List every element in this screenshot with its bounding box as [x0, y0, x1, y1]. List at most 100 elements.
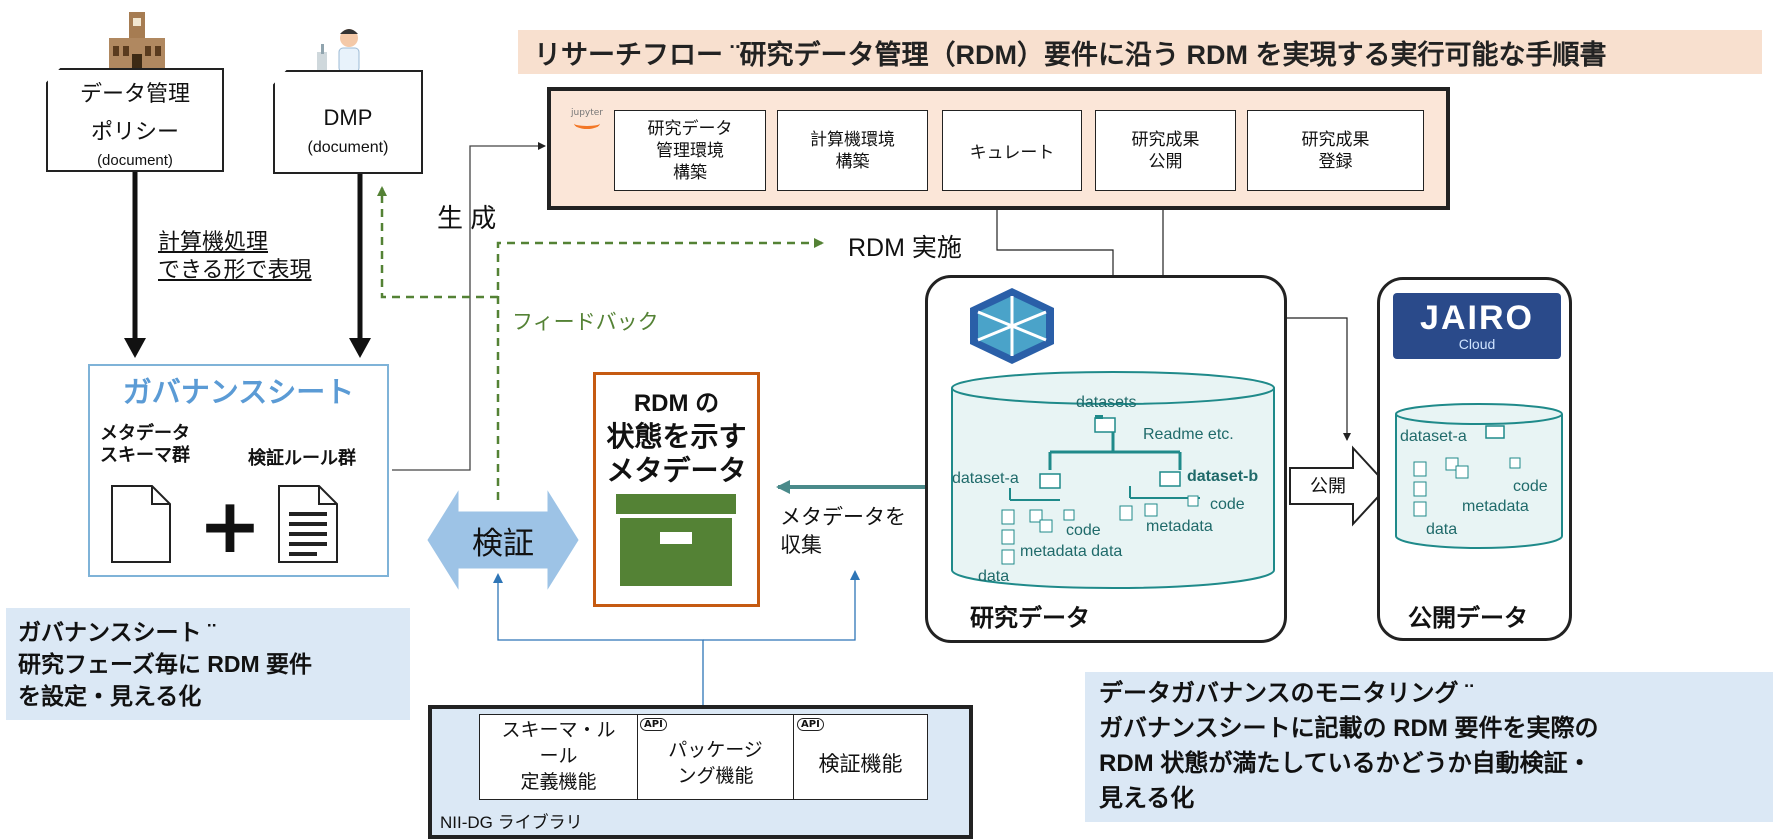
schema-label-line2: スキーマ群 — [100, 445, 190, 465]
jairo-cloud-logo: JAIRO Cloud — [1393, 293, 1561, 359]
publish-label: 公開 — [1310, 476, 1346, 496]
public-metadata-label: metadata — [1462, 498, 1529, 515]
jupyter-logo[interactable]: jupyter — [569, 100, 605, 136]
schema-rule-line1: スキーマ・ル — [501, 720, 616, 741]
governance-note: ガバナンスシート ¨ 研究フェーズ毎に RDM 要件 を設定・見える化 — [6, 608, 410, 720]
rules-label: 検証ルール群 — [248, 448, 356, 468]
feedback-dashed-line — [496, 238, 824, 500]
library-verify-cell[interactable]: 検証機能 — [793, 714, 928, 800]
machine-readable-label: 計算機処理 できる形で表現 — [158, 228, 312, 284]
packaging-line2: ング機能 — [677, 766, 754, 787]
dataset-a-data-label: data — [978, 568, 1010, 585]
step-curate-line1: キュレート — [969, 143, 1055, 162]
packaging-line1: パッケージ — [668, 740, 763, 761]
collect-label: メタデータを 収集 — [780, 504, 906, 560]
verify-double-arrow — [427, 490, 579, 590]
publish-block-arrow — [1289, 445, 1390, 527]
monitoring-note: データガバナンスのモニタリング ¨ ガバナンスシートに記載の RDM 要件を実際… — [1085, 672, 1773, 822]
top-banner-title: リサーチフロー ¨研究データ管理（RDM）要件に沿う RDM を実現する実行可能… — [534, 39, 1607, 70]
dataset-a-metadata-data-label: metadata data — [1020, 543, 1123, 560]
archive-box-icon — [616, 492, 736, 588]
rdm-metadata-title: RDM の 状態を示す メタデータ — [593, 388, 760, 488]
top-banner: リサーチフロー ¨研究データ管理（RDM）要件に沿う RDM を実現する実行可能… — [518, 30, 1762, 74]
verify-api-icon: API — [797, 718, 824, 731]
jupyter-orbit-icon — [574, 118, 600, 129]
jairo-logo-sub: Cloud — [1458, 336, 1496, 352]
research-data-caption: 研究データ — [970, 605, 1090, 632]
schema-rule-line2: ール — [539, 746, 578, 767]
step-register-line1: 研究成果 — [1301, 129, 1370, 149]
dmp-document-text: DMP (document) — [273, 96, 423, 166]
readme-label: Readme etc. — [1143, 426, 1234, 443]
schema-file-icon — [110, 484, 172, 564]
gov-note-line1: ガバナンスシート ¨ — [18, 619, 216, 645]
policy-line1: データ管理 — [79, 80, 190, 106]
monitoring-line4: 見える化 — [1099, 785, 1195, 812]
workflow-step-publish[interactable]: 研究成果 公開 — [1095, 110, 1236, 191]
governance-sheet-title: ガバナンスシート — [122, 377, 355, 409]
machine-readable-line2: できる形で表現 — [158, 257, 312, 282]
policy-type: (document) — [97, 151, 173, 169]
step-publish-line2: 公開 — [1148, 151, 1183, 171]
rules-file-icon — [277, 484, 339, 564]
library-name: NII-DG ライブラリ — [440, 813, 583, 832]
generate-label: 生 成 — [437, 203, 497, 233]
dmp-title: DMP — [323, 105, 373, 130]
research-storage-cylinder-icon — [950, 370, 1276, 590]
jupyter-logo-text: jupyter — [570, 107, 603, 118]
workflow-step-register[interactable]: 研究成果 登録 — [1247, 110, 1424, 191]
research-repo-logo-icon — [966, 286, 1058, 366]
rdm-metadata-line1: RDM の — [633, 390, 720, 417]
feedback-to-dmp-line — [377, 186, 498, 299]
step-env-line1: 研究データ — [647, 118, 733, 138]
dataset-a-code-label: code — [1066, 522, 1101, 539]
gov-note-line2: 研究フェーズ毎に RDM 要件 — [18, 651, 313, 677]
university-building-icon — [107, 10, 167, 72]
dataset-b-code-label: code — [1210, 496, 1245, 513]
policy-document-text: データ管理 ポリシー (document) — [46, 70, 224, 174]
feedback-label: フィードバック — [512, 311, 659, 334]
gov-note-line3: を設定・見える化 — [18, 683, 202, 709]
schema-label-line1: メタデータ — [100, 423, 190, 443]
machine-readable-line1: 計算機処理 — [158, 229, 269, 254]
library-verify-line1: 検証機能 — [818, 753, 903, 776]
public-dataset-a-label: dataset-a — [1400, 428, 1467, 445]
dataset-a-label: dataset-a — [952, 470, 1019, 487]
public-storage-cylinder-icon — [1394, 402, 1564, 550]
policy-line2: ポリシー — [90, 118, 179, 144]
policy-document[interactable] — [46, 68, 224, 172]
dmp-to-sheet-arrow — [349, 170, 371, 358]
workflow-step-compute[interactable]: 計算機環境 構築 — [777, 110, 928, 191]
public-data-label: data — [1426, 521, 1458, 538]
collect-line2: 収集 — [780, 534, 822, 557]
library-to-collect-line — [703, 570, 860, 641]
rdm-execute-label: RDM 実施 — [848, 234, 962, 262]
step-register-line2: 登録 — [1318, 151, 1353, 171]
schema-label: メタデータ スキーマ群 — [100, 422, 190, 466]
jairo-logo-main: JAIRO — [1420, 299, 1534, 337]
workflow-step-curate[interactable]: キュレート — [942, 110, 1082, 191]
monitoring-line3: RDM 状態が満たしているかどうか自動検証・ — [1099, 750, 1592, 777]
generate-line — [392, 142, 546, 471]
step-env-line3: 構築 — [673, 162, 707, 182]
step-compute-line1: 計算機環境 — [810, 129, 895, 149]
library-schema-rule-cell[interactable]: スキーマ・ル ール 定義機能 — [479, 714, 638, 800]
schema-rule-line3: 定義機能 — [520, 772, 597, 793]
library-to-verify-line — [493, 573, 704, 705]
policy-to-sheet-arrow — [124, 170, 146, 358]
step-compute-line2: 構築 — [835, 151, 870, 171]
packaging-api-icon: API — [640, 718, 667, 731]
verify-label: 検証 — [472, 525, 534, 561]
monitoring-line1: データガバナンスのモニタリング ¨ — [1099, 680, 1474, 707]
dmp-type: (document) — [307, 139, 389, 156]
dmp-document[interactable] — [273, 70, 423, 174]
public-data-caption: 公開データ — [1408, 605, 1528, 632]
monitoring-line2: ガバナンスシートに記載の RDM 要件を実際の — [1099, 715, 1599, 742]
workflow-step-env[interactable]: 研究データ 管理環境 構築 — [614, 110, 766, 191]
rdm-metadata-line3: メタデータ — [606, 455, 747, 486]
rdm-metadata-line2: 状態を示す — [606, 421, 747, 452]
collect-line1: メタデータを — [780, 506, 906, 529]
step-publish-line1: 研究成果 — [1131, 129, 1200, 149]
plus-sign: + — [198, 481, 262, 570]
